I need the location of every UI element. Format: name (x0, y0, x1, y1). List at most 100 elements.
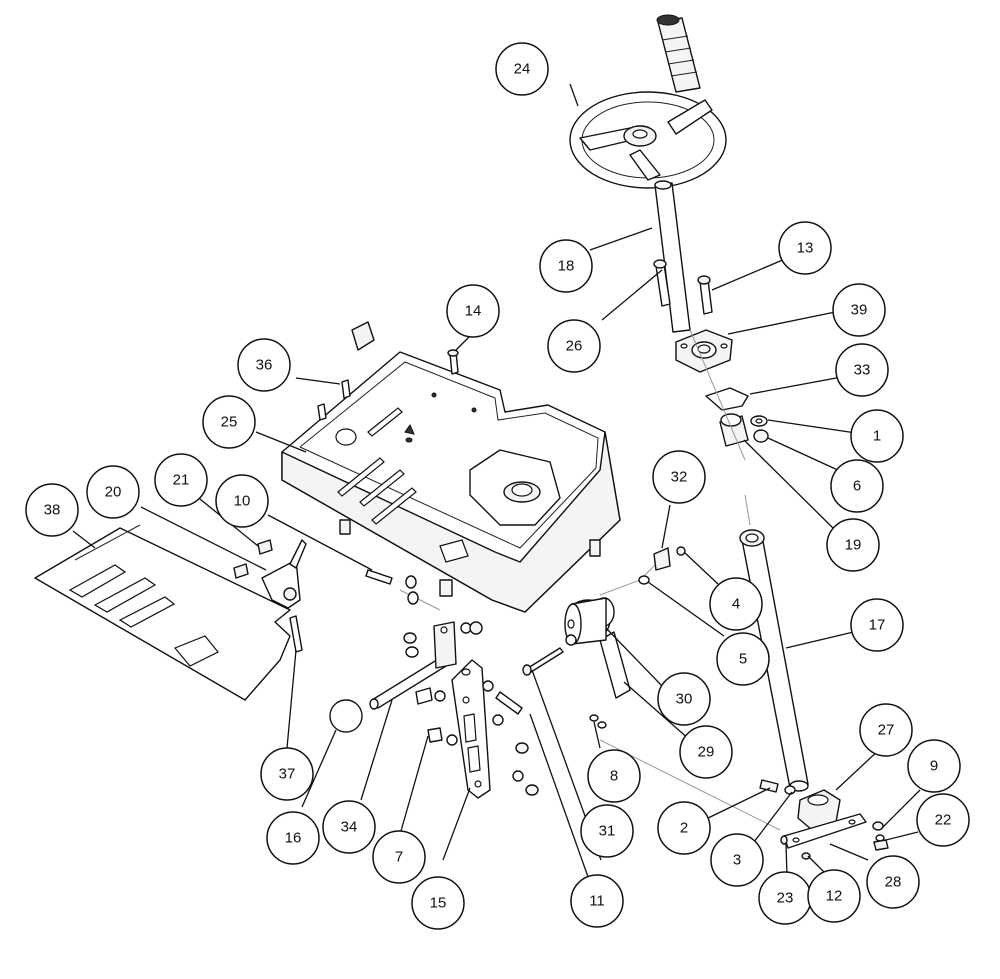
pinion-gear-part (719, 413, 749, 447)
svg-text:11: 11 (589, 893, 605, 910)
svg-text:38: 38 (44, 502, 61, 519)
callout-10: 10 (215, 474, 269, 528)
callout-34: 34 (322, 800, 376, 854)
callout-38: 38 (25, 483, 79, 537)
callout-26: 26 (547, 319, 601, 373)
svg-text:33: 33 (854, 362, 871, 379)
svg-text:6: 6 (853, 478, 861, 495)
nut-part (753, 429, 769, 443)
svg-text:28: 28 (885, 874, 902, 891)
svg-text:9: 9 (930, 758, 938, 775)
callout-21: 21 (154, 453, 208, 507)
bearing-flange-part (675, 329, 733, 373)
clip-part (705, 387, 749, 411)
callout-1: 1 (850, 409, 904, 463)
svg-text:13: 13 (797, 240, 814, 257)
floor-mat-part (34, 524, 291, 701)
svg-text:16: 16 (285, 830, 302, 847)
callout-4: 4 (709, 577, 763, 631)
callout-6: 6 (830, 459, 884, 513)
callout-39: 39 (832, 283, 886, 337)
callout-23: 23 (758, 871, 812, 925)
floor-platform-part (281, 351, 621, 613)
svg-text:31: 31 (599, 823, 616, 840)
callout-9: 9 (907, 739, 961, 793)
bolt-part (317, 403, 327, 421)
svg-text:23: 23 (777, 890, 794, 907)
callout-36: 36 (237, 338, 291, 392)
pedal-pad-part (351, 321, 375, 351)
callouts: 24 18 13 26 39 33 1 6 19 14 36 25 32 38 … (25, 42, 970, 930)
callout-30: 30 (657, 672, 711, 726)
bolt-part (759, 779, 779, 793)
callout-13: 13 (778, 221, 832, 275)
callout-2: 2 (657, 801, 711, 855)
svg-text:8: 8 (610, 768, 618, 785)
callout-22: 22 (916, 793, 970, 847)
svg-text:32: 32 (671, 469, 688, 486)
svg-text:20: 20 (105, 484, 122, 501)
callout-3: 3 (710, 833, 764, 887)
svg-text:1: 1 (873, 428, 881, 445)
svg-text:7: 7 (395, 849, 403, 866)
callout-33: 33 (835, 343, 889, 397)
callout-8: 8 (587, 749, 641, 803)
bolt-part (341, 379, 351, 399)
callout-19: 19 (826, 518, 880, 572)
svg-text:29: 29 (698, 744, 715, 761)
callout-18: 18 (539, 239, 593, 293)
svg-text:18: 18 (558, 258, 575, 275)
svg-text:5: 5 (739, 651, 747, 668)
svg-text:25: 25 (221, 414, 238, 431)
svg-text:22: 22 (935, 812, 952, 829)
svg-text:14: 14 (465, 303, 482, 320)
svg-text:21: 21 (173, 472, 190, 489)
callout-7: 7 (372, 830, 426, 884)
callout-31: 31 (580, 804, 634, 858)
lever-bracket-part (233, 539, 307, 653)
leader-lines (72, 83, 921, 889)
bracket-part (653, 547, 671, 571)
svg-text:27: 27 (878, 722, 895, 739)
svg-text:2: 2 (680, 820, 688, 837)
knob-ball-part (329, 699, 363, 733)
pitman-arm-part (564, 597, 631, 699)
parts-drawing (34, 14, 889, 860)
steering-wheel-part (569, 14, 727, 189)
svg-text:39: 39 (851, 302, 868, 319)
callout-29: 29 (679, 725, 733, 779)
svg-text:12: 12 (826, 888, 843, 905)
link-plate-part (451, 659, 491, 799)
callout-20: 20 (86, 465, 140, 519)
callout-25: 25 (202, 395, 256, 449)
svg-text:24: 24 (514, 61, 531, 78)
callout-12: 12 (807, 869, 861, 923)
hardware-part (365, 569, 539, 796)
bracket-part (783, 789, 867, 849)
svg-text:15: 15 (430, 895, 447, 912)
bolt-part (527, 647, 564, 673)
callout-32: 32 (652, 450, 706, 504)
callout-16: 16 (266, 811, 320, 865)
callout-37: 37 (260, 747, 314, 801)
svg-text:17: 17 (869, 617, 886, 634)
callout-24: 24 (495, 42, 549, 96)
svg-text:36: 36 (256, 357, 273, 374)
callout-15: 15 (411, 876, 465, 930)
svg-text:30: 30 (676, 691, 693, 708)
callout-11: 11 (570, 874, 624, 928)
svg-text:19: 19 (845, 537, 862, 554)
svg-text:37: 37 (279, 766, 296, 783)
callout-17: 17 (850, 598, 904, 652)
pivot-shaft-part (369, 621, 457, 710)
svg-text:4: 4 (732, 596, 740, 613)
svg-text:34: 34 (341, 819, 358, 836)
svg-text:3: 3 (733, 852, 741, 869)
svg-text:26: 26 (566, 338, 583, 355)
svg-text:10: 10 (234, 493, 251, 510)
callout-27: 27 (859, 703, 913, 757)
callout-14: 14 (446, 284, 500, 338)
steering-shaft-part (654, 180, 691, 333)
callout-5: 5 (716, 632, 770, 686)
